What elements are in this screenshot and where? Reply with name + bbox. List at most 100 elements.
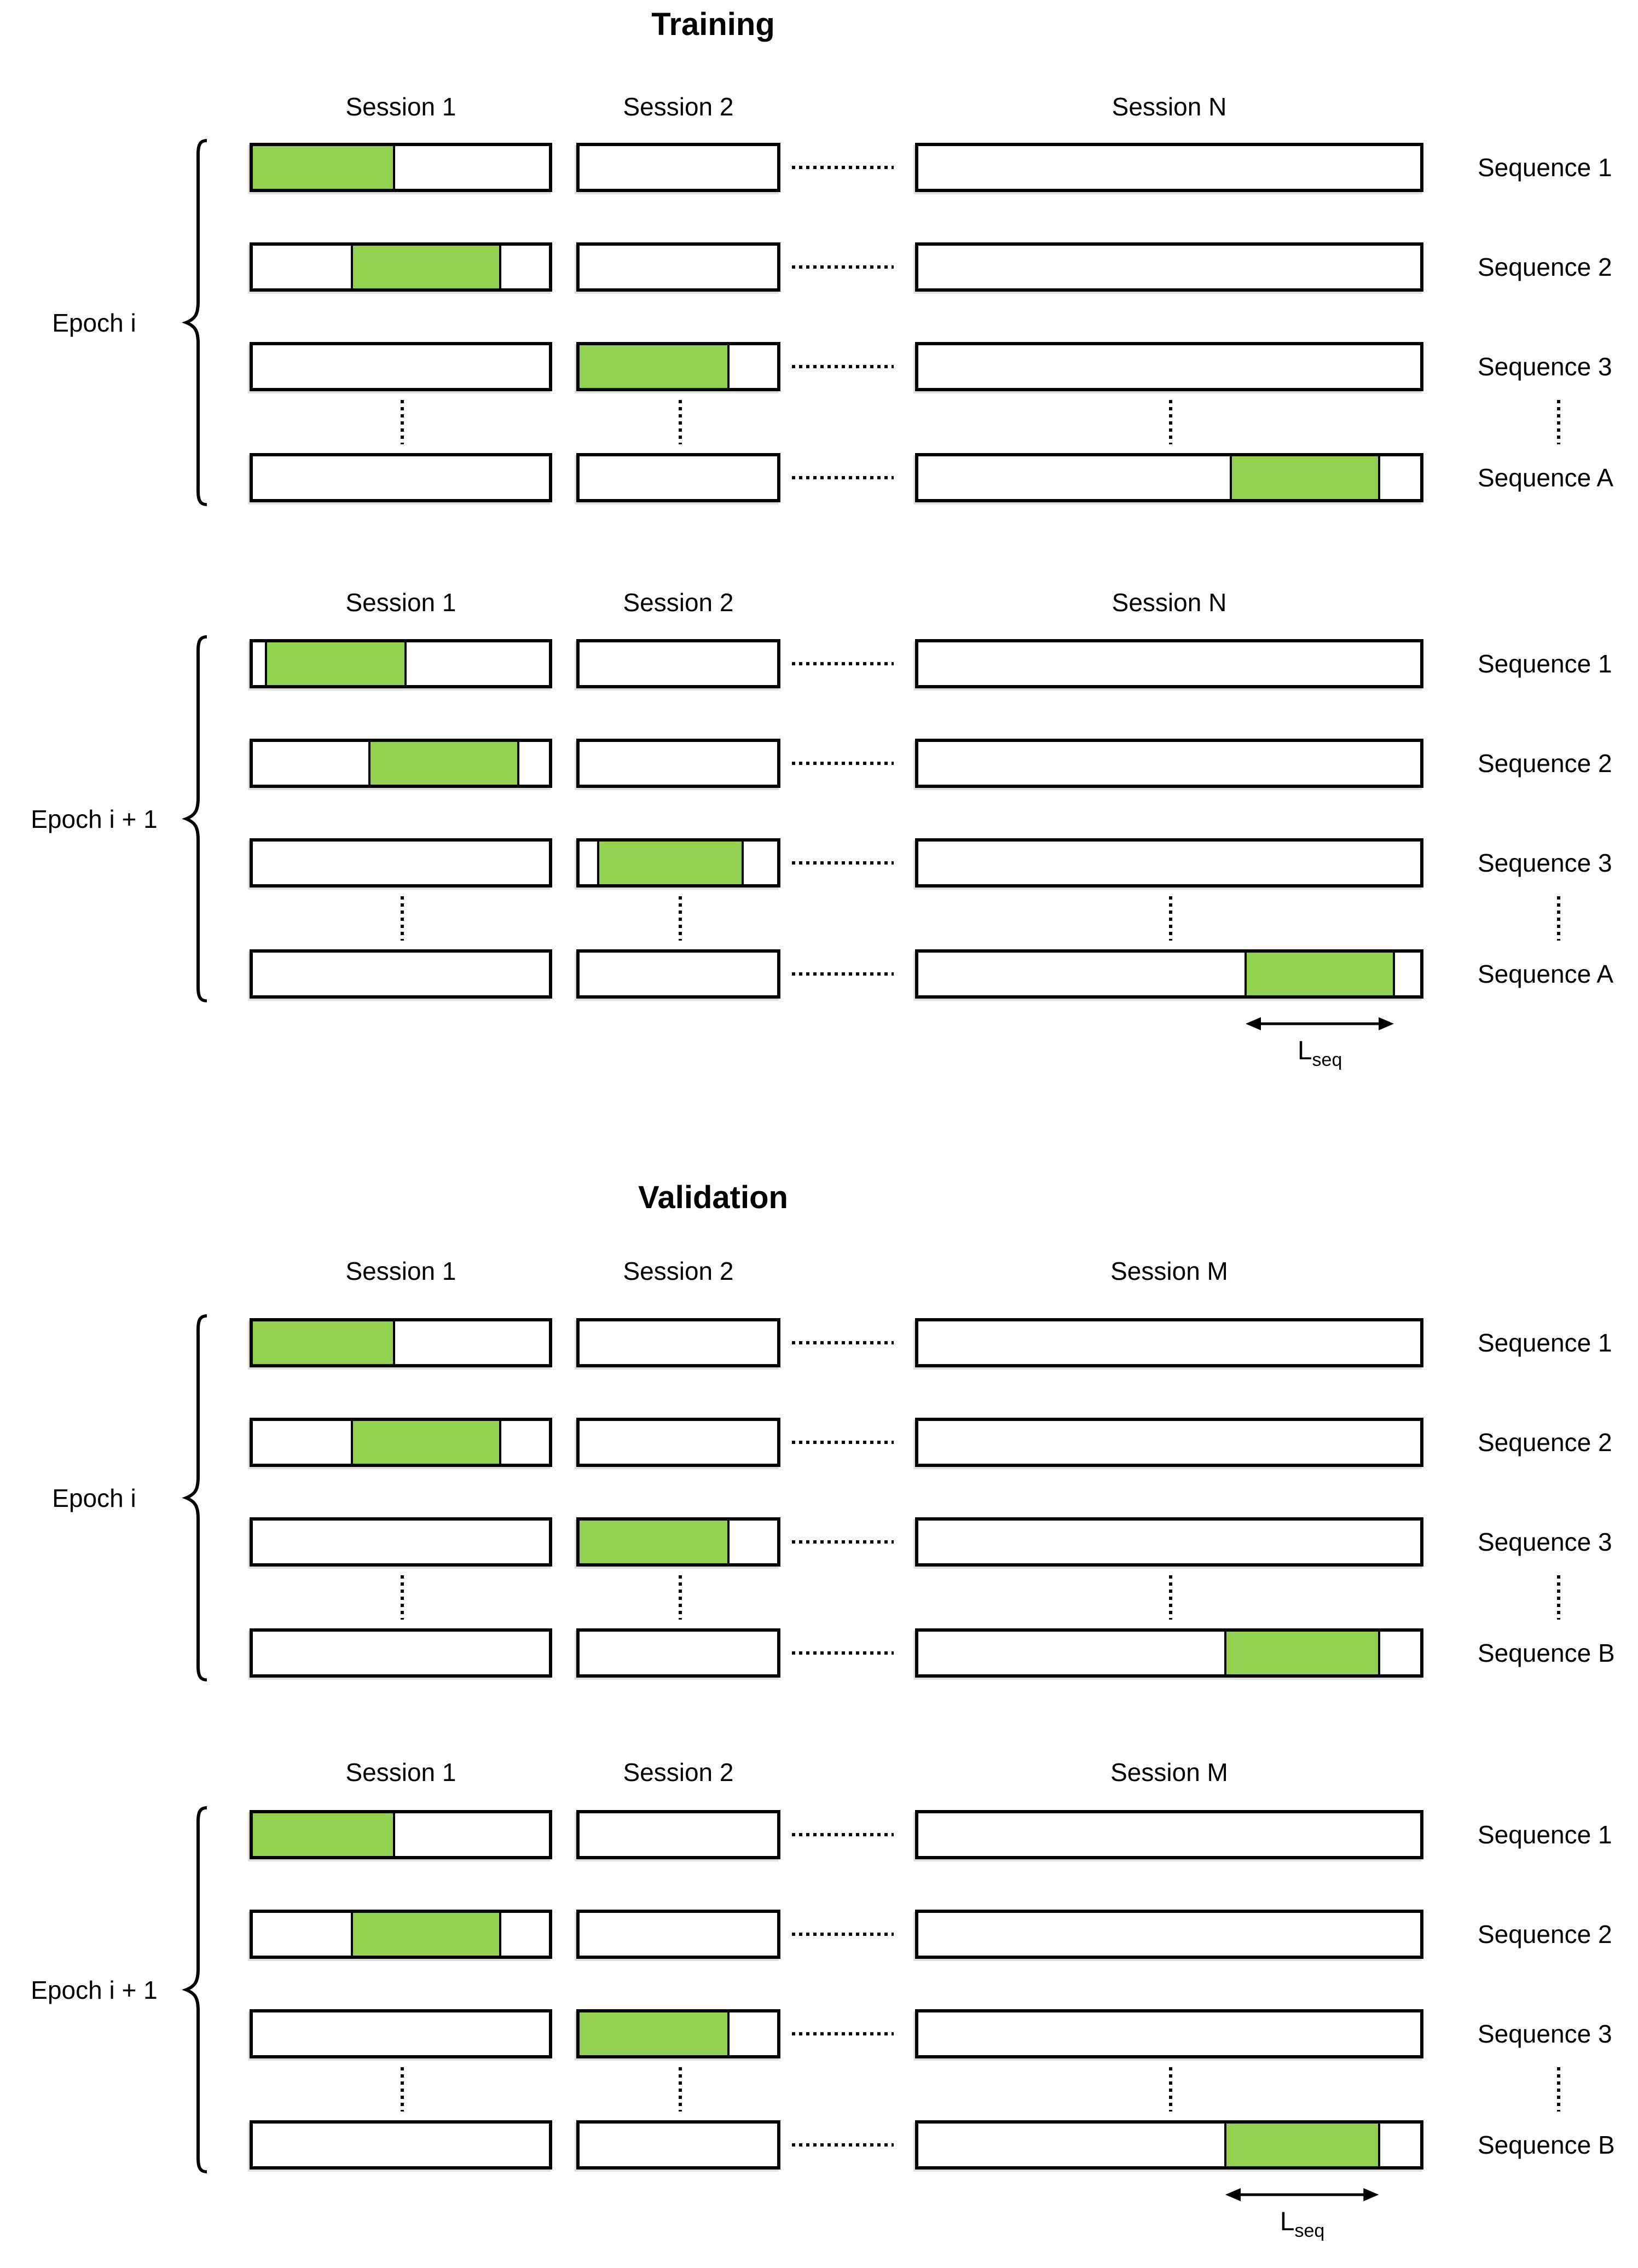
omitted-sequences-ellipsis-icon — [1557, 896, 1560, 941]
session-box — [915, 1910, 1423, 1959]
sampled-window-highlight — [1224, 1632, 1380, 1674]
section-title: Validation — [638, 1180, 788, 1215]
session-header: Session N — [1112, 92, 1227, 121]
omitted-sequences-ellipsis-icon — [401, 400, 404, 444]
session-header: Session N — [1112, 588, 1227, 617]
session-box — [250, 1318, 552, 1367]
session-box — [576, 342, 780, 391]
session-box — [250, 838, 552, 888]
session-box — [915, 1418, 1423, 1467]
sequence-label: Sequence 2 — [1478, 749, 1612, 778]
sequence-label: Sequence 2 — [1478, 253, 1612, 281]
sampled-window-highlight — [580, 2012, 730, 2055]
session-header: Session 1 — [345, 92, 456, 121]
session-box — [915, 1628, 1423, 1678]
sequence-label: Sequence 3 — [1478, 2020, 1612, 2048]
lseq-extent-arrow — [1225, 2188, 1379, 2201]
session-box — [576, 1318, 780, 1367]
lseq-label: Lseq — [1298, 1038, 1342, 1070]
session-header: Session 2 — [623, 1257, 734, 1285]
session-box — [915, 639, 1423, 688]
session-box — [250, 1810, 552, 1859]
omitted-sessions-ellipsis-icon — [792, 1441, 894, 1444]
session-box — [250, 2120, 552, 2170]
session-box — [250, 1418, 552, 1467]
sequence-label: Sequence A — [1478, 463, 1614, 492]
sampled-window-highlight — [580, 1521, 730, 1563]
sampled-window-highlight — [1229, 456, 1380, 499]
session-box — [250, 342, 552, 391]
sequence-label: Sequence 1 — [1478, 649, 1612, 678]
session-box — [915, 2009, 1423, 2058]
sampled-window-highlight — [264, 642, 407, 685]
session-box — [576, 242, 780, 292]
session-box — [250, 143, 552, 192]
omitted-sessions-ellipsis-icon — [792, 662, 894, 665]
sampled-window-highlight — [253, 1813, 395, 1856]
session-header: Session M — [1110, 1257, 1228, 1285]
sampled-window-highlight — [350, 246, 502, 288]
sequence-label: Sequence 2 — [1478, 1428, 1612, 1457]
session-box — [576, 1810, 780, 1859]
omitted-sequences-ellipsis-icon — [1169, 896, 1172, 941]
omitted-sessions-ellipsis-icon — [792, 1651, 894, 1655]
session-box — [915, 1517, 1423, 1567]
omitted-sequences-ellipsis-icon — [1557, 400, 1560, 444]
session-box — [915, 242, 1423, 292]
session-header: Session 2 — [623, 588, 734, 617]
omitted-sequences-ellipsis-icon — [1169, 400, 1172, 444]
sampled-window-highlight — [253, 1321, 395, 1364]
epoch-brace — [182, 1806, 207, 2174]
sampled-window-highlight — [1245, 953, 1396, 995]
omitted-sessions-ellipsis-icon — [792, 1540, 894, 1544]
omitted-sessions-ellipsis-icon — [792, 476, 894, 479]
session-header: Session 1 — [345, 1758, 456, 1786]
sampled-window-highlight — [350, 1421, 502, 1464]
epoch-label: Epoch i + 1 — [31, 1975, 158, 2004]
omitted-sessions-ellipsis-icon — [792, 265, 894, 269]
sequence-label: Sequence 2 — [1478, 1920, 1612, 1948]
session-box — [915, 739, 1423, 788]
sequence-label: Sequence 1 — [1478, 1329, 1612, 1357]
session-box — [576, 143, 780, 192]
session-box — [915, 838, 1423, 888]
session-box — [915, 2120, 1423, 2170]
epoch-label: Epoch i — [52, 1483, 136, 1512]
sequence-label: Sequence 1 — [1478, 153, 1612, 182]
section-title: Training — [651, 7, 775, 42]
omitted-sequences-ellipsis-icon — [401, 896, 404, 941]
omitted-sequences-ellipsis-icon — [679, 400, 682, 444]
epoch-label: Epoch i — [52, 308, 136, 337]
omitted-sessions-ellipsis-icon — [792, 2032, 894, 2035]
sequence-label: Sequence 3 — [1478, 1528, 1612, 1556]
omitted-sessions-ellipsis-icon — [792, 762, 894, 765]
omitted-sequences-ellipsis-icon — [401, 2067, 404, 2112]
session-box — [915, 1810, 1423, 1859]
session-box — [576, 2120, 780, 2170]
session-box — [576, 1628, 780, 1678]
session-box — [576, 1418, 780, 1467]
session-box — [576, 949, 780, 999]
omitted-sessions-ellipsis-icon — [792, 972, 894, 976]
omitted-sequences-ellipsis-icon — [679, 1575, 682, 1620]
session-box — [250, 453, 552, 502]
session-box — [250, 949, 552, 999]
omitted-sequences-ellipsis-icon — [401, 1575, 404, 1620]
session-header: Session 1 — [345, 588, 456, 617]
session-box — [576, 453, 780, 502]
omitted-sessions-ellipsis-icon — [792, 2143, 894, 2147]
session-box — [250, 242, 552, 292]
omitted-sequences-ellipsis-icon — [1169, 1575, 1172, 1620]
session-header: Session 2 — [623, 92, 734, 121]
omitted-sessions-ellipsis-icon — [792, 861, 894, 865]
session-box — [915, 342, 1423, 391]
omitted-sequences-ellipsis-icon — [679, 2067, 682, 2112]
sampled-window-highlight — [580, 345, 730, 388]
session-box — [915, 949, 1423, 999]
sequence-label: Sequence 3 — [1478, 849, 1612, 877]
sampled-window-highlight — [1224, 2124, 1380, 2166]
omitted-sequences-ellipsis-icon — [1169, 2067, 1172, 2112]
lseq-label: Lseq — [1280, 2209, 1325, 2241]
session-box — [576, 2009, 780, 2058]
omitted-sessions-ellipsis-icon — [792, 365, 894, 368]
